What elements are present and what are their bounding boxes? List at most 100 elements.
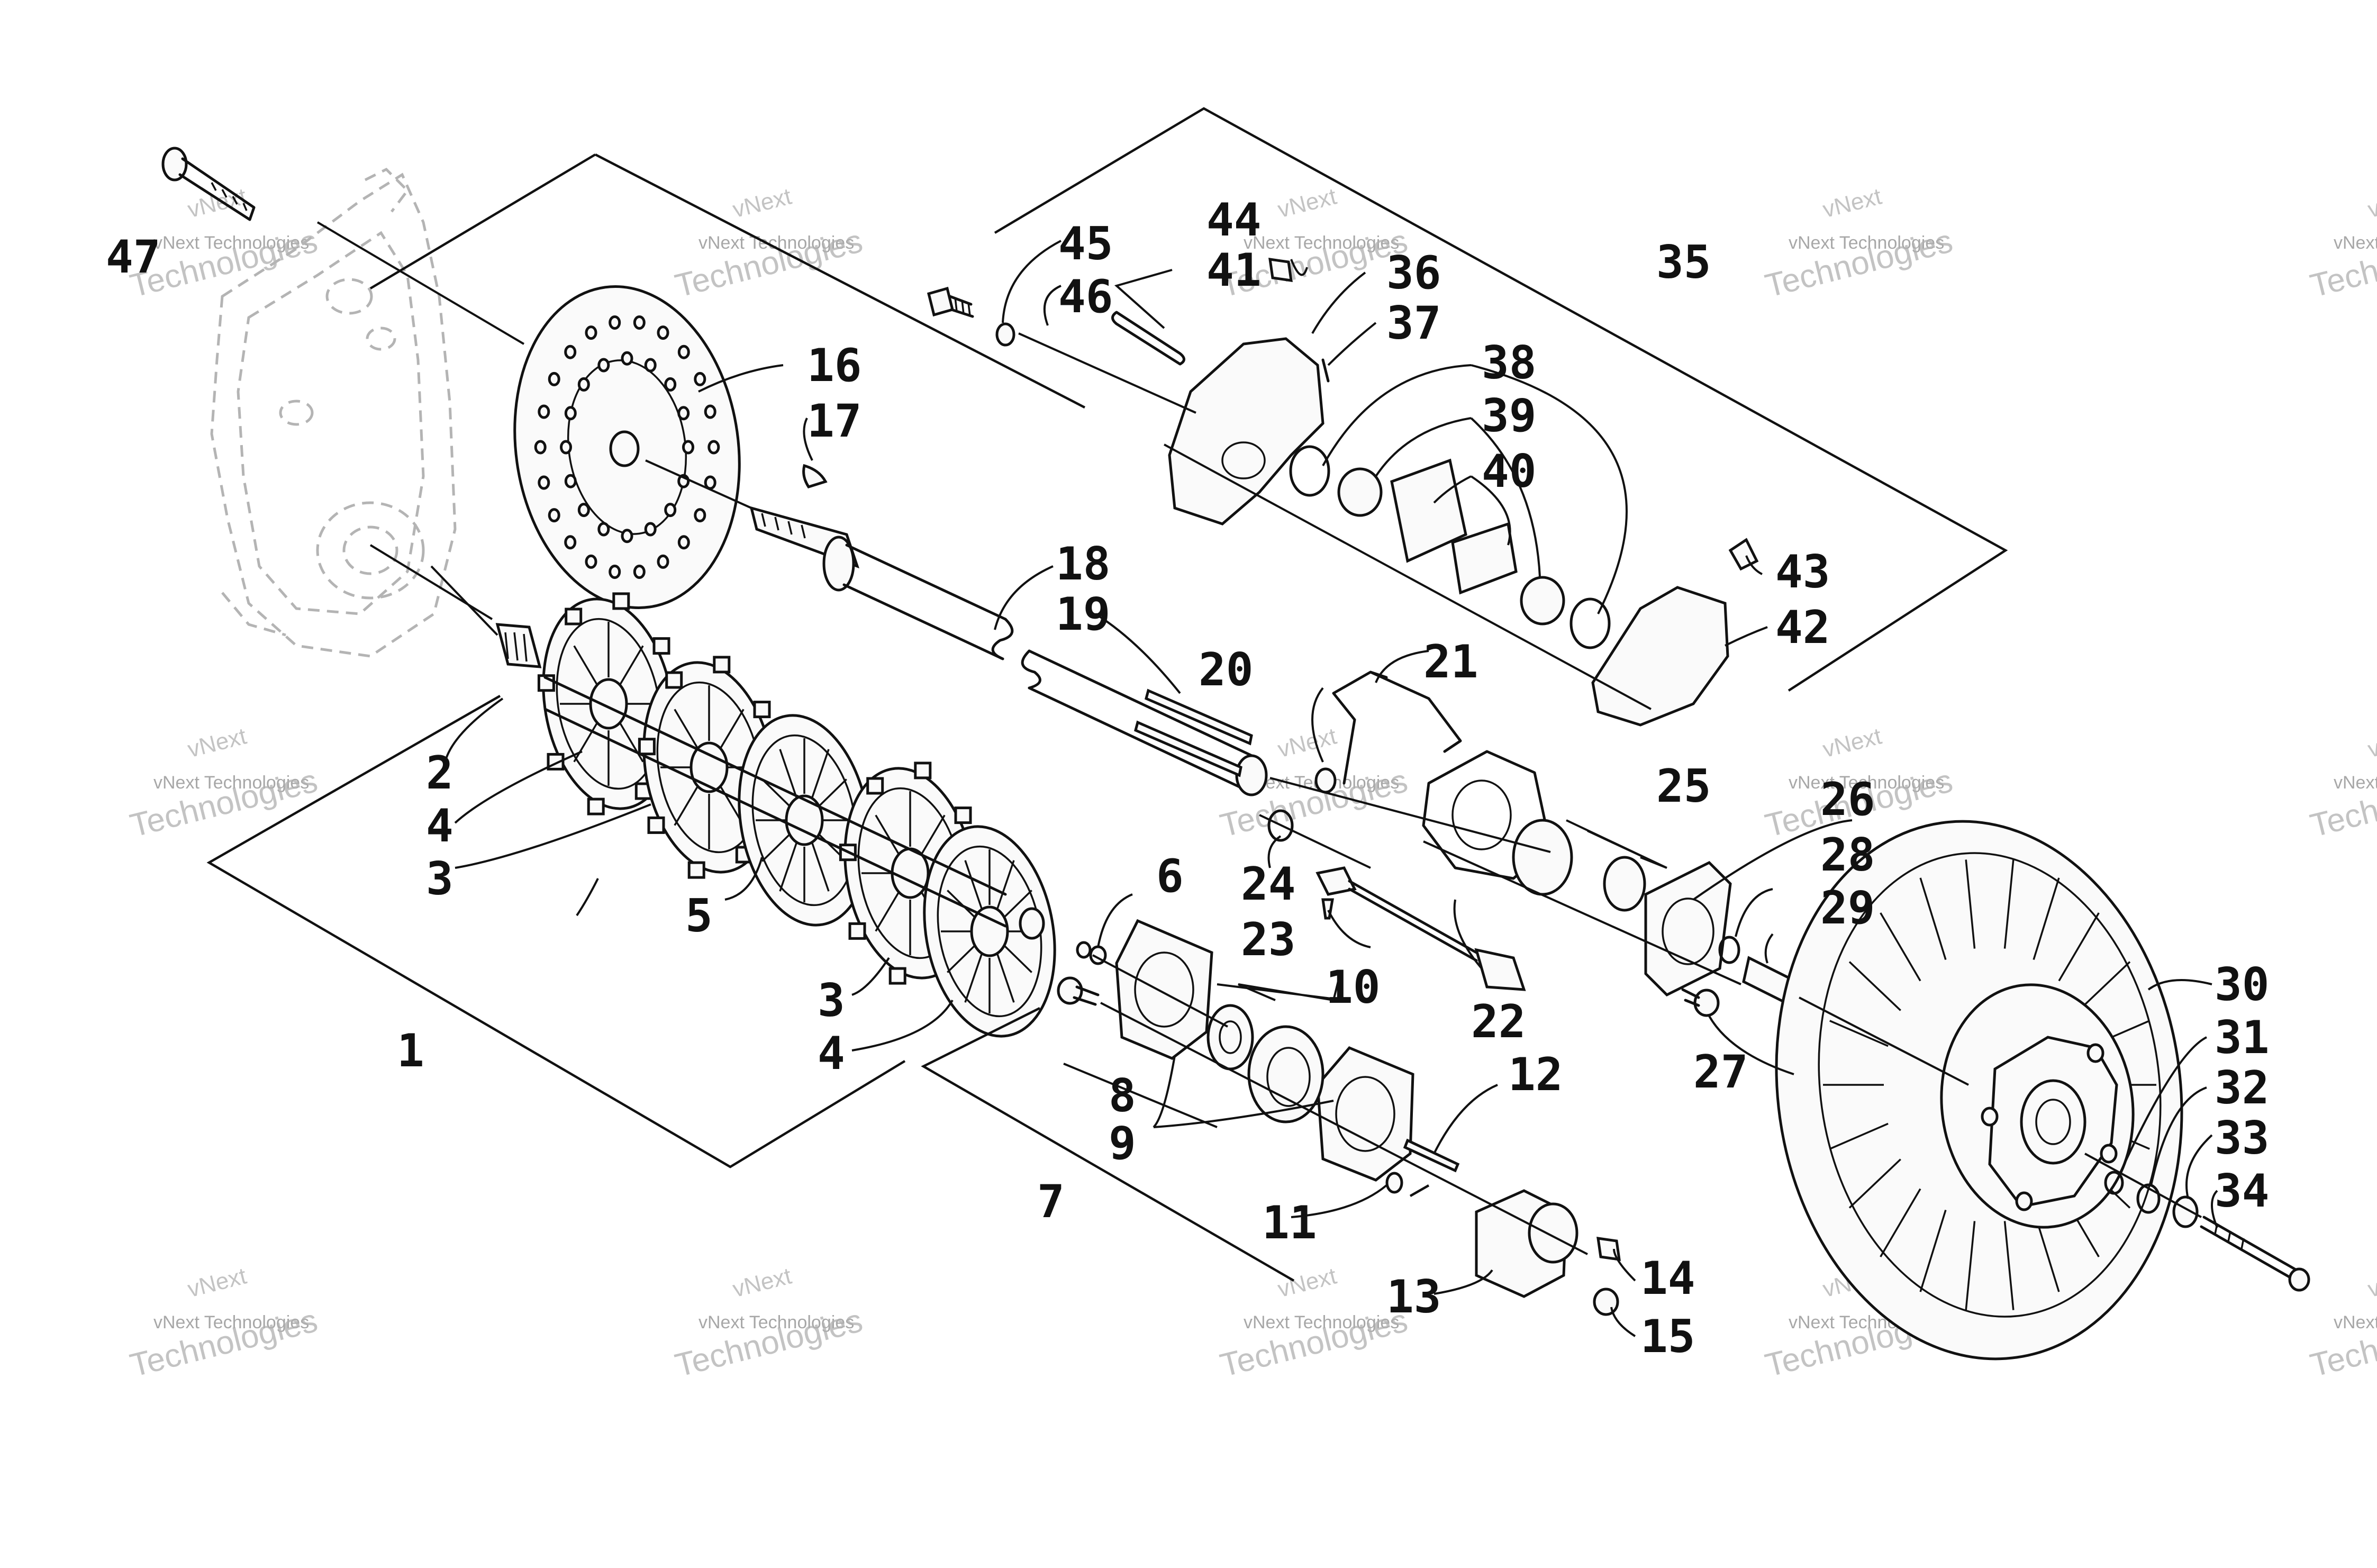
watermark-brand-short: vNext bbox=[185, 1263, 249, 1302]
callout-4b: 4 bbox=[818, 1027, 845, 1080]
disc-hole bbox=[633, 565, 646, 579]
callout-29: 29 bbox=[1820, 882, 1875, 935]
sprocket-spoke bbox=[619, 645, 644, 686]
disc-hole bbox=[704, 404, 716, 419]
brake-disc-holes bbox=[534, 315, 720, 579]
callout-43: 43 bbox=[1775, 546, 1830, 599]
disc-hole bbox=[548, 508, 560, 523]
callout-46: 46 bbox=[1058, 270, 1113, 323]
sprocket-spoke bbox=[573, 722, 598, 763]
sprocket-hub bbox=[689, 741, 729, 793]
sprocket-spoke bbox=[947, 944, 977, 973]
watermark-brand-full: vNext Technologies bbox=[153, 233, 309, 253]
callout-11: 11 bbox=[1262, 1197, 1317, 1249]
o-ring-11 bbox=[1385, 1172, 1403, 1194]
sprocket-spoke bbox=[1002, 890, 1032, 919]
caliper-half-36 bbox=[1168, 337, 1324, 525]
disc-hole bbox=[621, 351, 633, 366]
wheel-spoke bbox=[1919, 1209, 1947, 1292]
sprocket-hub bbox=[589, 678, 628, 730]
pin-12 bbox=[1403, 1138, 1460, 1173]
collar-25 bbox=[1603, 856, 1646, 912]
group-7-bracket bbox=[921, 1007, 1430, 1282]
disc-hole bbox=[548, 371, 560, 386]
nut-15 bbox=[1593, 1288, 1619, 1316]
disc-hole bbox=[577, 377, 590, 392]
track-sprockets bbox=[537, 592, 1056, 1038]
disc-hole bbox=[704, 475, 716, 490]
sprocket-spoke bbox=[964, 954, 983, 1003]
bolt-34 bbox=[2200, 1216, 2310, 1292]
sprocket-tooth bbox=[888, 967, 906, 985]
watermark-brand-full: vNext Technologies bbox=[2334, 1312, 2377, 1333]
watermark-brand-short: vNext bbox=[730, 183, 794, 223]
bearing-flange-assembly-7 bbox=[1057, 919, 1621, 1316]
sprocket-spoke bbox=[920, 814, 946, 855]
watermark-brand-full: vNext Technologies bbox=[1789, 773, 1944, 793]
callout-42: 42 bbox=[1775, 601, 1830, 654]
sprocket-spoke bbox=[811, 749, 830, 798]
brake-caliper-assembly-35 bbox=[927, 258, 1759, 727]
callout-28: 28 bbox=[1820, 829, 1875, 882]
disc-hole bbox=[564, 474, 577, 488]
sprocket-spoke bbox=[573, 645, 598, 686]
sprocket-tooth bbox=[687, 861, 705, 879]
sprocket-tooth bbox=[753, 701, 771, 719]
callout-47: 47 bbox=[106, 231, 161, 284]
sprocket-tooth bbox=[647, 816, 665, 834]
assembly-axes bbox=[316, 221, 2202, 1255]
callout-13: 13 bbox=[1386, 1271, 1441, 1324]
wheel-spoke bbox=[1965, 859, 1976, 949]
disc-hole bbox=[577, 503, 590, 518]
wheel-spoke bbox=[1965, 1221, 1976, 1310]
callout-8: 8 bbox=[1109, 1069, 1136, 1122]
right-bearing-group bbox=[1422, 750, 1809, 1017]
wheel-spoke bbox=[1880, 912, 1921, 982]
sprocket-spoke bbox=[779, 749, 797, 798]
wheel-spoke bbox=[2078, 961, 2131, 1011]
watermark-brand-short: vNext bbox=[2365, 183, 2377, 223]
disc-hole bbox=[609, 315, 621, 330]
shaft-key-19 bbox=[1134, 688, 1253, 777]
lock-washer-32 bbox=[2136, 1183, 2161, 1214]
disc-hole bbox=[585, 554, 597, 569]
driven-wheel-30 bbox=[1775, 820, 2183, 1361]
callout-45: 45 bbox=[1058, 217, 1113, 270]
callout-18: 18 bbox=[1056, 538, 1111, 591]
bracket-sensor-group bbox=[1267, 670, 1526, 991]
callout-31: 31 bbox=[2215, 1011, 2270, 1064]
sprocket-4b bbox=[923, 825, 1056, 1038]
pin-37 bbox=[1321, 358, 1330, 383]
bracket-21 bbox=[1332, 670, 1462, 785]
callout-36: 36 bbox=[1386, 247, 1441, 300]
watermark-brand-short: vNext bbox=[185, 723, 249, 763]
watermark-brand-full: vNext Technologies bbox=[2334, 773, 2377, 793]
sprocket-spoke bbox=[761, 778, 792, 808]
callout-3a: 3 bbox=[426, 853, 453, 905]
disc-hole bbox=[644, 358, 657, 373]
sprocket-spoke bbox=[761, 832, 792, 862]
sprocket-tooth bbox=[652, 637, 670, 655]
callout-4a: 4 bbox=[426, 800, 453, 853]
sprocket-spoke bbox=[996, 954, 1015, 1003]
disc-hole bbox=[707, 440, 720, 455]
disc-hole bbox=[585, 325, 597, 340]
sprocket-tooth bbox=[914, 762, 932, 780]
speed-sensor-22 bbox=[1315, 866, 1526, 991]
watermark-brand-short: vNext bbox=[185, 183, 249, 223]
watermark-brand-full: vNext Technologies bbox=[2334, 233, 2377, 253]
sprocket-tooth bbox=[713, 656, 731, 674]
callout-14: 14 bbox=[1640, 1252, 1695, 1305]
drive-sprocket-assembly-1 bbox=[495, 592, 1056, 1038]
disc-hole bbox=[657, 554, 669, 569]
disc-hole bbox=[694, 371, 706, 386]
sprocket-spoke bbox=[779, 842, 797, 892]
sprocket-tooth bbox=[565, 608, 583, 626]
group-35-bracket bbox=[994, 107, 2008, 692]
